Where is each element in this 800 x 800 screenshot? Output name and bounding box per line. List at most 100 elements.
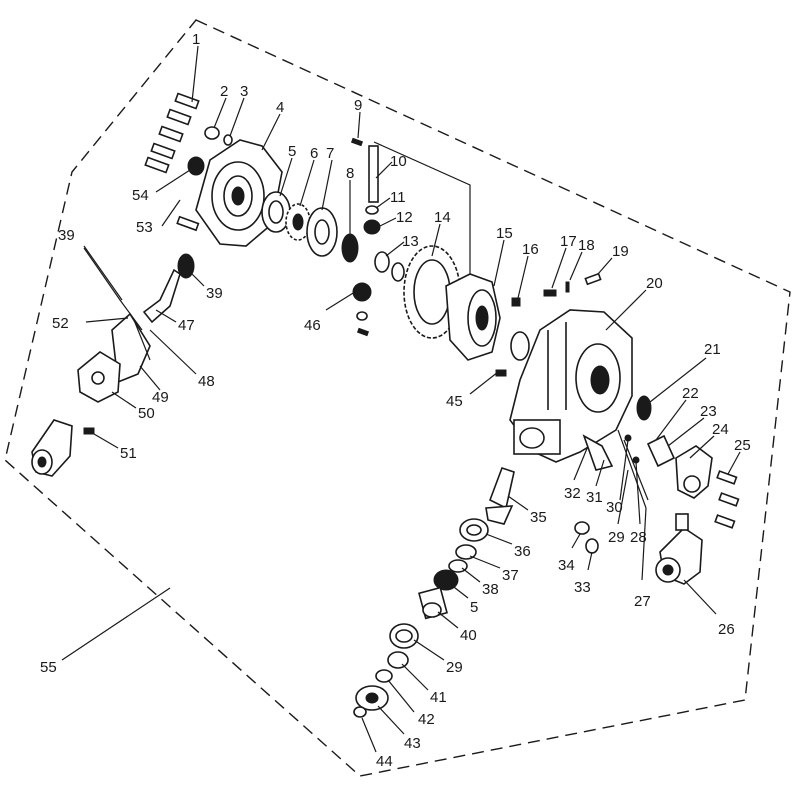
- callout-42: 42: [418, 711, 435, 728]
- bolt-part: [144, 92, 200, 174]
- callout-29-right: 29: [608, 529, 625, 546]
- motor-part: [655, 513, 703, 585]
- center-axis-left: [83, 247, 143, 331]
- callout-51: 51: [120, 445, 137, 462]
- seal-5-lower-part: [389, 623, 419, 649]
- callout-8: 8: [346, 165, 354, 182]
- housing-part: [509, 309, 633, 463]
- callout-22: 22: [682, 385, 699, 402]
- bearing-8-part: [341, 233, 359, 263]
- differential-case-part: [445, 273, 501, 361]
- callout-19: 19: [612, 243, 629, 260]
- center-axis-upper: [373, 141, 471, 285]
- pin-18-part: [565, 281, 570, 293]
- callout-48: 48: [198, 373, 215, 390]
- washer-34-part: [574, 521, 590, 535]
- lever-part: [142, 268, 181, 324]
- callout-11: 11: [390, 189, 406, 206]
- callout-29-left: 39: [58, 227, 75, 244]
- callout-1: 1: [192, 31, 200, 48]
- callout-5: 5: [288, 143, 296, 160]
- bearing-part: [261, 191, 291, 233]
- callout-7: 7: [326, 145, 334, 162]
- callout-44: 44: [376, 753, 393, 770]
- callout-36: 36: [514, 543, 531, 560]
- callout-23: 23: [700, 403, 717, 420]
- ring-42-part: [375, 669, 393, 683]
- callouts-layer: 1 2 3 4 5 6 7 8 9 10 11 12 13: [40, 31, 751, 770]
- nut-33-part: [585, 538, 599, 554]
- pinion-shaft-part: [485, 466, 515, 525]
- callout-49: 49: [152, 389, 169, 406]
- parts-layer: [31, 92, 740, 718]
- callout-47: 47: [178, 317, 195, 334]
- ring-41-part: [387, 651, 409, 669]
- callout-10: 10: [390, 153, 407, 170]
- callout-32: 32: [564, 485, 581, 502]
- washer-part: [365, 205, 379, 215]
- bolt-53-part: [176, 215, 200, 232]
- callout-14: 14: [434, 209, 451, 226]
- callout-35: 35: [530, 509, 547, 526]
- left-motor-part: [31, 419, 73, 477]
- ring-gear-part: [403, 245, 461, 339]
- callout-16: 16: [522, 241, 539, 258]
- callout-37: 37: [502, 567, 519, 584]
- callout-4: 4: [276, 99, 284, 116]
- front-cover-part: [195, 139, 283, 247]
- callout-52: 52: [52, 315, 69, 332]
- callout-20: 20: [646, 275, 663, 292]
- side-gear-part: [352, 282, 372, 337]
- shaft-part: [368, 145, 379, 203]
- o-ring-part: [223, 134, 233, 146]
- callout-31: 31: [586, 489, 603, 506]
- callout-17: 17: [560, 233, 577, 250]
- bearing-36-part: [459, 518, 489, 542]
- callout-45: 45: [446, 393, 463, 410]
- spider-gear-part: [363, 219, 381, 235]
- bolt-25-part: [714, 470, 740, 529]
- callout-2: 2: [220, 83, 228, 100]
- sleeve-part: [204, 126, 220, 140]
- callout-24: 24: [712, 421, 729, 438]
- assembly-boundary: [4, 19, 791, 777]
- washer-54-part: [187, 156, 205, 176]
- callout-43: 43: [404, 735, 421, 752]
- actuator-housing-part: [675, 445, 713, 499]
- callout-53: 53: [136, 219, 153, 236]
- callout-39-upper: 39: [206, 285, 223, 302]
- thrust-washer-part: [374, 251, 390, 273]
- ring-37-part: [455, 544, 477, 560]
- callout-13: 13: [402, 233, 419, 250]
- pin-part: [350, 137, 364, 147]
- bearing-45-part: [510, 331, 530, 361]
- callout-9: 9: [354, 97, 362, 114]
- callout-55: 55: [40, 659, 57, 676]
- callout-40: 40: [460, 627, 477, 644]
- callout-26: 26: [718, 621, 735, 638]
- callout-30: 30: [606, 499, 623, 516]
- callout-18: 18: [578, 237, 595, 254]
- nut-44-part: [353, 706, 367, 718]
- plate-part: [306, 207, 338, 257]
- callout-39-lower: 5: [470, 599, 478, 616]
- bolt-16-part: [511, 297, 521, 307]
- bolt-51-part: [83, 427, 95, 435]
- flange-part: [355, 685, 389, 711]
- callout-25: 25: [734, 437, 751, 454]
- callout-27: 27: [634, 593, 651, 610]
- seal-part: [636, 395, 652, 421]
- callout-5-lower: 29: [446, 659, 463, 676]
- callout-38: 38: [482, 581, 499, 598]
- callout-15: 15: [496, 225, 513, 242]
- callout-21: 21: [704, 341, 721, 358]
- callout-34: 34: [558, 557, 575, 574]
- callout-28: 28: [630, 529, 647, 546]
- yoke-part: [418, 586, 448, 620]
- callout-33: 33: [574, 579, 591, 596]
- callout-50: 50: [138, 405, 155, 422]
- callout-41: 41: [430, 689, 447, 706]
- left-actuator-housing-part: [77, 351, 121, 403]
- callout-6: 6: [310, 145, 318, 162]
